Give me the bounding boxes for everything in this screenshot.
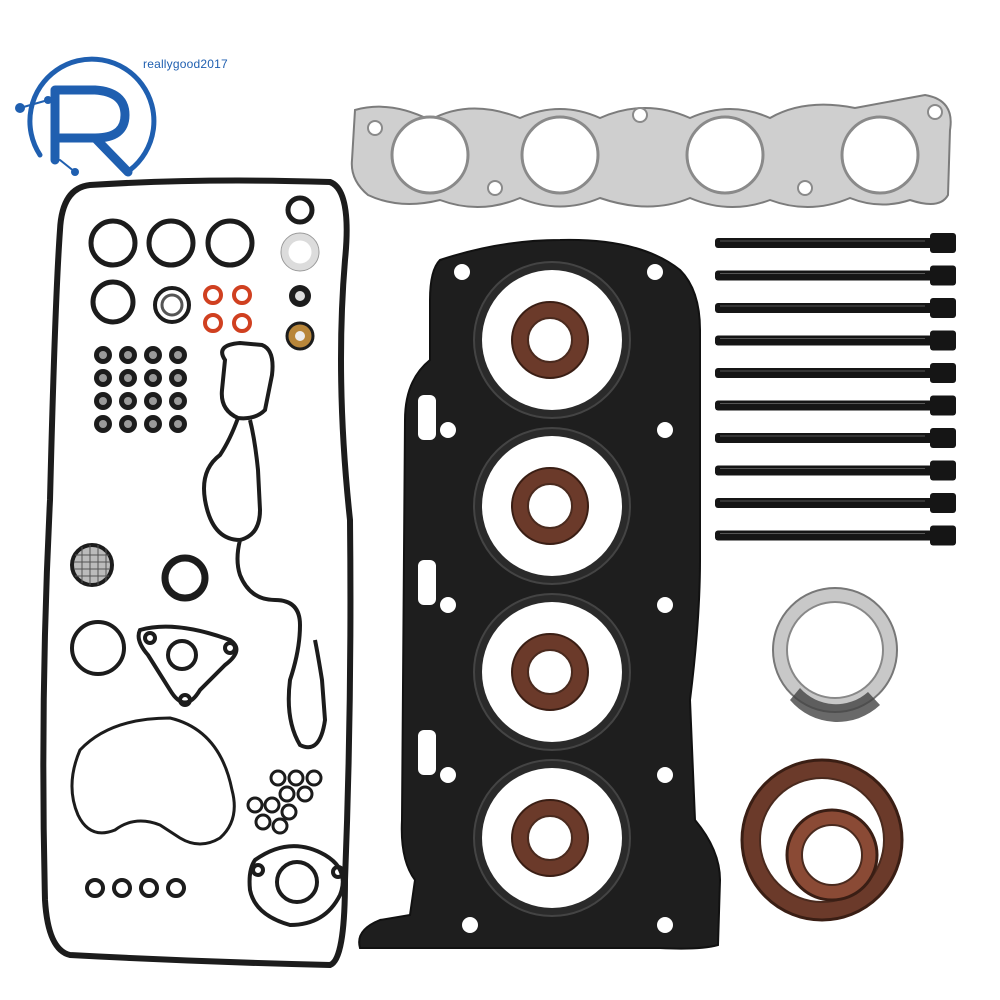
cylinder-bore bbox=[473, 759, 631, 917]
watermark-logo bbox=[15, 56, 157, 177]
cylinder-bore bbox=[473, 261, 631, 419]
valve-stem-seal bbox=[119, 369, 137, 387]
head-bolt bbox=[715, 525, 956, 546]
valve-stem-seal bbox=[144, 346, 162, 364]
oil-seal-ring bbox=[161, 554, 209, 602]
cylinder-head-gasket bbox=[358, 238, 722, 950]
head-bolt bbox=[715, 460, 956, 481]
watermark-text: reallygood2017 bbox=[143, 57, 228, 71]
head-bolt bbox=[715, 363, 956, 383]
valve-stem-seal bbox=[94, 415, 112, 433]
head-bolts bbox=[715, 233, 956, 546]
valve-stem-seal bbox=[144, 369, 162, 387]
mesh-filter-seal bbox=[70, 543, 114, 587]
cylinder-bore bbox=[473, 593, 631, 751]
head-bolt bbox=[715, 395, 956, 416]
intake-runner-gasket bbox=[202, 417, 328, 750]
red-orings bbox=[203, 285, 252, 333]
head-bolt bbox=[715, 493, 956, 513]
small-shaft-seals bbox=[285, 285, 315, 351]
head-bolt bbox=[715, 428, 956, 448]
valve-stem-seal bbox=[119, 346, 137, 364]
white-seal-ring bbox=[281, 233, 319, 271]
orings-large bbox=[88, 195, 315, 325]
valve-stem-seal bbox=[94, 369, 112, 387]
head-bolt bbox=[715, 298, 956, 318]
valve-stem-seal bbox=[94, 392, 112, 410]
intake-plenum-gasket bbox=[219, 340, 275, 421]
valve-stem-seal bbox=[144, 392, 162, 410]
valve-stem-seal bbox=[169, 415, 187, 433]
water-outlet-gasket bbox=[247, 844, 345, 928]
valve-stem-seals bbox=[94, 346, 187, 433]
small-loop-gaskets bbox=[246, 769, 323, 835]
crankshaft-front-seal bbox=[785, 808, 879, 902]
valve-stem-seal bbox=[169, 392, 187, 410]
valve-stem-seal bbox=[144, 415, 162, 433]
exhaust-manifold-gasket bbox=[350, 93, 952, 208]
head-bolt bbox=[715, 330, 956, 351]
valve-stem-seal bbox=[169, 369, 187, 387]
head-bolt bbox=[715, 265, 956, 286]
triangular-flange-gasket bbox=[136, 624, 239, 707]
head-bolt bbox=[715, 233, 956, 253]
valve-stem-seal bbox=[119, 392, 137, 410]
nested-seal bbox=[153, 286, 191, 324]
timing-cover-gasket bbox=[70, 716, 236, 846]
exhaust-donut-gasket bbox=[772, 587, 898, 722]
valve-cover-gasket bbox=[40, 177, 354, 969]
valve-stem-seal bbox=[119, 415, 137, 433]
cylinder-bore bbox=[473, 427, 631, 585]
spark-plug-tube-seals bbox=[85, 878, 186, 898]
valve-stem-seal bbox=[169, 346, 187, 364]
valve-stem-seal bbox=[94, 346, 112, 364]
oring-medium bbox=[70, 620, 126, 676]
